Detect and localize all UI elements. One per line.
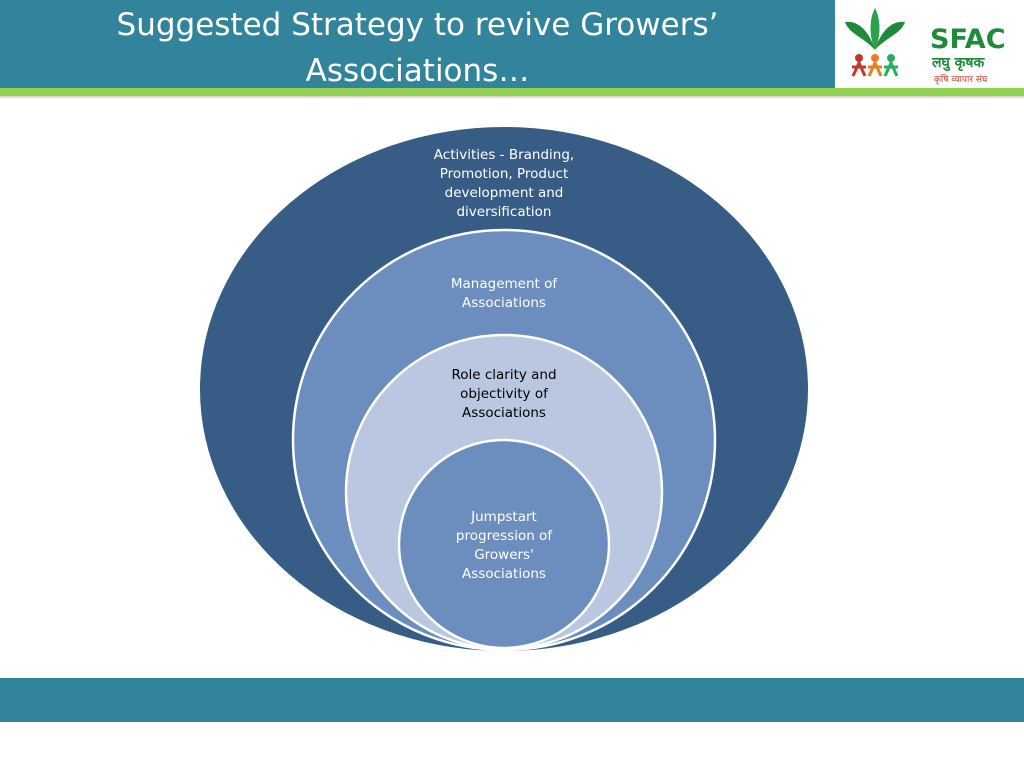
title-line-2: Associations…: [305, 53, 530, 89]
footer-band: [0, 678, 1024, 722]
header-shadow: [0, 96, 1024, 99]
accent-line: [0, 88, 1024, 96]
layer-4-label: Jumpstart progression of Growers' Associ…: [455, 509, 553, 582]
leaf-people-logo-icon: [845, 8, 905, 77]
layer-3-label: Role clarity and objectivity of Associat…: [451, 367, 557, 421]
logo-subtitle-1: लघु कृषक: [932, 55, 985, 71]
layer-4-ellipse: [397, 438, 611, 650]
header-bar: Suggested Strategy to revive Growers’ As…: [0, 0, 835, 89]
slide-title: Suggested Strategy to revive Growers’ As…: [0, 2, 835, 94]
title-line-1: Suggested Strategy to revive Growers’: [116, 7, 719, 43]
logo: [835, 0, 1024, 88]
logo-name: SFAC: [930, 24, 1006, 55]
logo-subtitle-2: कृषि व्यापार संघ: [934, 75, 988, 85]
layer-1-label: Activities - Branding, Promotion, Produc…: [433, 147, 575, 220]
layer-2-label: Management of Associations: [450, 276, 558, 311]
